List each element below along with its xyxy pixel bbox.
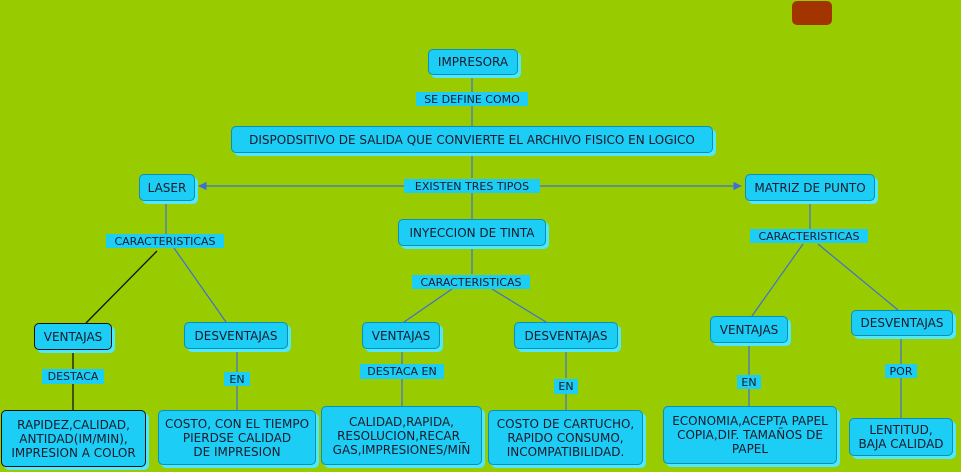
- node-tinta-desventajas[interactable]: DESVENTAJAS: [514, 322, 618, 349]
- node-matriz-ventajas[interactable]: VENTAJAS: [710, 316, 788, 343]
- node-laser-ventajas[interactable]: VENTAJAS: [34, 323, 112, 350]
- link-tinta-destaca-en: DESTACA EN: [360, 364, 444, 379]
- node-matriz-ventajas-detalle[interactable]: ECONOMIA,ACEPTA PAPEL COPIA,DIF. TAMAÑOS…: [663, 406, 837, 464]
- node-laser[interactable]: LASER: [139, 174, 195, 201]
- node-laser-desventajas[interactable]: DESVENTAJAS: [184, 322, 288, 349]
- node-laser-desventajas-detalle[interactable]: COSTO, CON EL TIEMPO PIERDSE CALIDAD DE …: [158, 410, 316, 465]
- line-matriz-car-desventajas: [817, 243, 899, 311]
- node-tinta-desventajas-detalle[interactable]: COSTO DE CARTUCHO, RAPIDO CONSUMO, INCOM…: [488, 410, 643, 465]
- node-matriz-desventajas[interactable]: DESVENTAJAS: [851, 310, 953, 336]
- node-impresora[interactable]: IMPRESORA: [428, 49, 518, 75]
- link-tinta-en: EN: [554, 379, 578, 394]
- link-matriz-en: EN: [737, 375, 761, 389]
- link-matriz-por: POR: [885, 364, 917, 378]
- node-tinta-ventajas-detalle[interactable]: CALIDAD,RAPIDA, RESOLUCION,RECAR_ GAS,IM…: [321, 406, 482, 465]
- line-laser-car-desventajas: [173, 247, 227, 323]
- node-matriz-desventajas-detalle[interactable]: LENTITUD, BAJA CALIDAD: [849, 418, 953, 456]
- node-definicion[interactable]: DISPODSITIVO DE SALIDA QUE CONVIERTE EL …: [231, 126, 713, 153]
- line-tinta-car-desventajas: [491, 288, 547, 323]
- link-tinta-caracteristicas: CARACTERISTICAS: [412, 275, 530, 289]
- node-matriz-punto[interactable]: MATRIZ DE PUNTO: [745, 174, 875, 201]
- line-laser-car-ventajas: [85, 250, 158, 324]
- line-matriz-car-ventajas: [751, 243, 804, 317]
- link-matriz-caracteristicas: CARACTERISTICAS: [750, 229, 868, 243]
- corner-decoration-box: [792, 1, 832, 25]
- link-existen-tres-tipos: EXISTEN TRES TIPOS: [404, 179, 540, 193]
- link-laser-en: EN: [224, 372, 250, 386]
- link-laser-destaca: DESTACA: [42, 369, 104, 384]
- link-se-define-como: SE DEFINE COMO: [416, 92, 528, 106]
- line-tinta-car-ventajas: [403, 288, 453, 323]
- node-inyeccion-tinta[interactable]: INYECCION DE TINTA: [398, 219, 546, 246]
- node-laser-ventajas-detalle[interactable]: RAPIDEZ,CALIDAD, ANTIDAD(IM/MIN), IMPRES…: [1, 410, 146, 467]
- node-tinta-ventajas[interactable]: VENTAJAS: [362, 322, 440, 349]
- link-laser-caracteristicas: CARACTERISTICAS: [106, 234, 224, 248]
